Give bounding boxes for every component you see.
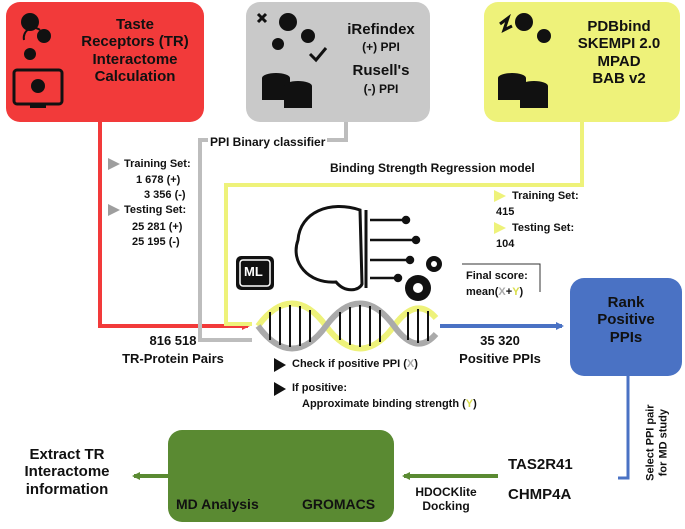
binding-strength-text: Approximate binding strength (Y)	[302, 398, 477, 410]
binding-virus-icon	[499, 13, 551, 43]
irefindex-sub: (+) PPI	[362, 40, 400, 54]
gears-icon	[405, 256, 442, 301]
rank-title: Rank Positive PPIs	[597, 294, 655, 346]
taste-receptors-title: Taste Receptors (TR) Interactome Calcula…	[81, 16, 189, 85]
classifier-training-neg: 3 356 (-)	[144, 189, 186, 201]
check-x-var: X	[406, 358, 415, 370]
reg-testing-triangle-icon	[494, 222, 506, 234]
binding-databases-title: PDBbind SKEMPI 2.0 MPAD BAB v2	[577, 18, 661, 87]
select-ppi-label: Select PPI pair for MD study	[644, 404, 669, 481]
grey-line	[198, 122, 348, 342]
final-score-label: Final score:	[466, 270, 528, 282]
ml-badge-label: ML	[244, 264, 263, 279]
dna-helix-icon	[255, 300, 439, 352]
pairs-label: TR-Protein Pairs	[122, 351, 224, 366]
final-score-bracket	[462, 263, 541, 292]
protein-tas2r41: TAS2R41	[508, 456, 573, 473]
pairs-count: 816 518	[149, 333, 197, 348]
regression-testing-value: 104	[496, 238, 515, 250]
docking-label: HDOCKlite Docking	[415, 485, 477, 513]
binding-database-icon	[498, 73, 548, 108]
taste-virus-icon	[21, 13, 51, 60]
ppi-database-icon	[262, 73, 312, 108]
check-y-var: Y	[465, 398, 474, 410]
extract-title: Extract TR Interactome information	[24, 446, 110, 498]
md-box	[168, 430, 394, 522]
rusells-label: Rusell's	[352, 62, 410, 79]
brain-icon	[294, 205, 421, 292]
regression-training-label: Training Set:	[512, 190, 579, 202]
training-triangle-icon	[108, 158, 120, 170]
positive-label: Positive PPIs	[459, 351, 541, 366]
regression-title: Binding Strength Regression model	[330, 161, 535, 175]
if-positive-text: If positive:	[292, 382, 348, 394]
testing-triangle-icon	[108, 204, 120, 216]
yellow-line	[224, 122, 584, 326]
final-score-formula: mean(X+Y)	[466, 286, 524, 298]
classifier-training-label: Training Set:	[124, 158, 191, 170]
classifier-testing-neg: 25 195 (-)	[132, 236, 180, 248]
md-analysis-label: MD Analysis	[176, 496, 259, 512]
regression-training-value: 415	[496, 206, 515, 218]
irefindex-label: iRefindex	[347, 21, 415, 38]
check-positive-text: Check if positive PPI (X)	[292, 358, 418, 370]
check-triangle-icon	[274, 358, 286, 372]
ml-badge	[236, 256, 274, 290]
classifier-title: PPI Binary classifier	[208, 135, 328, 150]
final-score-x: X	[498, 286, 506, 298]
positive-count: 35 320	[480, 333, 520, 348]
classifier-training-pos: 1 678 (+)	[136, 174, 181, 186]
if-positive-triangle-icon	[274, 382, 286, 396]
ppi-virus-icon	[256, 12, 328, 63]
ppi-databases-box	[246, 2, 430, 122]
rusells-sub: (-) PPI	[363, 82, 399, 96]
final-score-y: Y	[512, 286, 520, 298]
gromacs-label: GROMACS	[302, 496, 376, 512]
classifier-testing-label: Testing Set:	[124, 204, 187, 216]
protein-chmp4a: CHMP4A	[508, 486, 572, 503]
classifier-testing-pos: 25 281 (+)	[132, 221, 183, 233]
taste-monitor-icon	[12, 68, 64, 108]
blue-down-line	[618, 376, 630, 480]
rank-box	[570, 278, 682, 376]
reg-training-triangle-icon	[494, 190, 506, 202]
regression-testing-label: Testing Set:	[512, 222, 575, 234]
